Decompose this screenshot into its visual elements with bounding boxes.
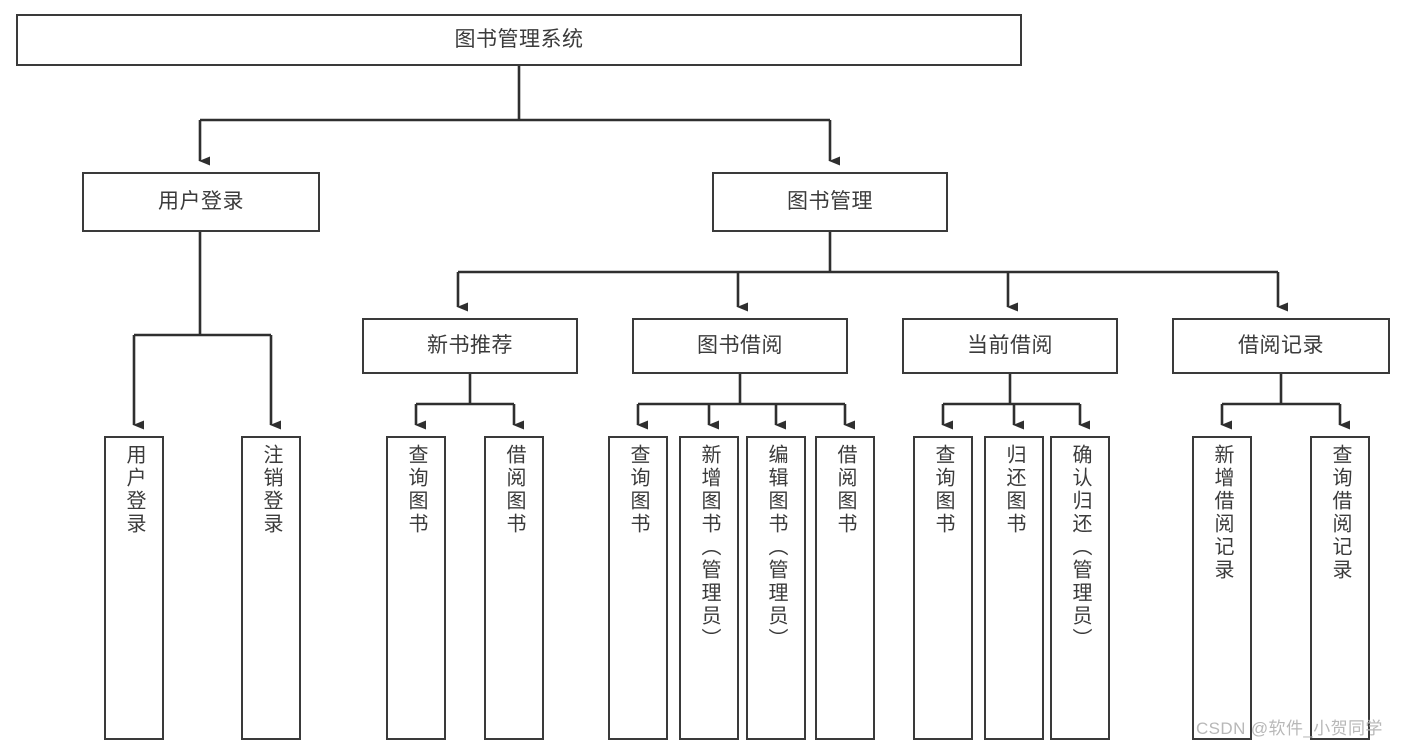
leaf-node-label: 查询借阅记录 [1329, 444, 1351, 582]
leaf-node-label: 查询图书 [932, 444, 954, 536]
level2-node-1[interactable]: 图书管理 [712, 172, 948, 232]
leaf-node-8[interactable]: 查询图书 [913, 436, 973, 740]
leaf-node-7[interactable]: 借阅图书 [815, 436, 875, 740]
leaf-node-5[interactable]: 新增图书（管理员） [679, 436, 739, 740]
level3-node-2[interactable]: 当前借阅 [902, 318, 1118, 374]
leaf-node-label: 用户登录 [123, 444, 145, 536]
level3-node-0[interactable]: 新书推荐 [362, 318, 578, 374]
level3-node-label: 新书推荐 [427, 333, 513, 357]
leaf-node-label: 确认归还（管理员） [1069, 444, 1091, 651]
level3-node-label: 当前借阅 [967, 333, 1053, 357]
level3-node-3[interactable]: 借阅记录 [1172, 318, 1390, 374]
leaf-node-label: 查询图书 [405, 444, 427, 536]
leaf-node-12[interactable]: 查询借阅记录 [1310, 436, 1370, 740]
root-node-0[interactable]: 图书管理系统 [16, 14, 1022, 66]
leaf-node-6[interactable]: 编辑图书（管理员） [746, 436, 806, 740]
leaf-node-label: 查询图书 [627, 444, 649, 536]
leaf-node-11[interactable]: 新增借阅记录 [1192, 436, 1252, 740]
leaf-node-1[interactable]: 注销登录 [241, 436, 301, 740]
leaf-node-2[interactable]: 查询图书 [386, 436, 446, 740]
leaf-node-9[interactable]: 归还图书 [984, 436, 1044, 740]
root-node-label: 图书管理系统 [454, 27, 584, 51]
level3-node-1[interactable]: 图书借阅 [632, 318, 848, 374]
leaf-node-3[interactable]: 借阅图书 [484, 436, 544, 740]
leaf-node-label: 注销登录 [260, 444, 282, 536]
csdn-watermark: CSDN @软件_小贺同学 [1196, 719, 1383, 738]
leaf-node-0[interactable]: 用户登录 [104, 436, 164, 740]
level2-node-label: 图书管理 [787, 189, 873, 213]
leaf-node-label: 借阅图书 [503, 444, 525, 536]
level2-node-label: 用户登录 [158, 189, 244, 213]
level3-node-label: 图书借阅 [697, 333, 783, 357]
leaf-node-label: 新增借阅记录 [1211, 444, 1233, 582]
leaf-node-4[interactable]: 查询图书 [608, 436, 668, 740]
leaf-node-label: 借阅图书 [834, 444, 856, 536]
leaf-node-label: 编辑图书（管理员） [765, 444, 787, 651]
leaf-node-label: 新增图书（管理员） [698, 444, 720, 651]
level3-node-label: 借阅记录 [1238, 333, 1324, 357]
level2-node-0[interactable]: 用户登录 [82, 172, 320, 232]
leaf-node-10[interactable]: 确认归还（管理员） [1050, 436, 1110, 740]
leaf-node-label: 归还图书 [1003, 444, 1025, 536]
